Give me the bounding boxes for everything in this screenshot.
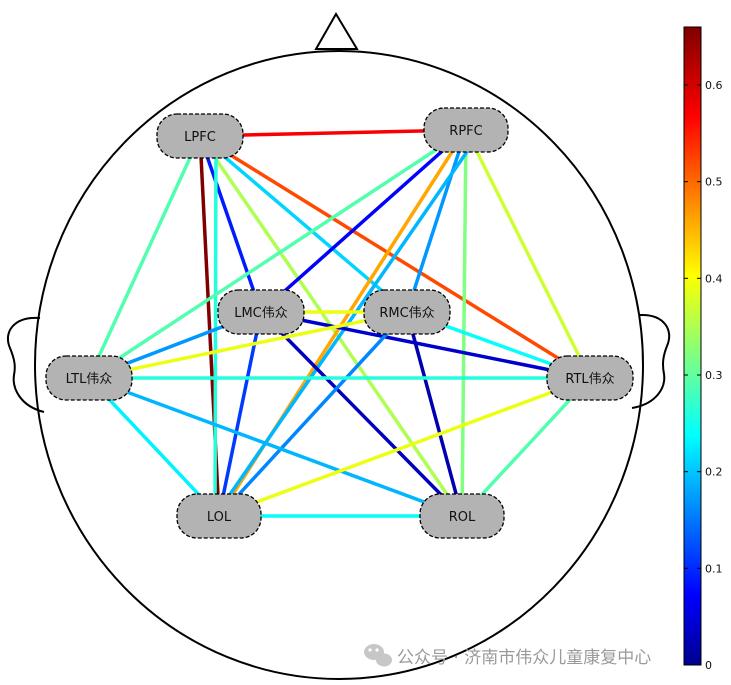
connections [87, 128, 592, 518]
node-rpfc: RPFC [423, 107, 509, 153]
edge-ltl-lol [87, 376, 221, 518]
colorbar-ticks: 0 0.1 0.2 0.3 0.4 0.5 0.6 [684, 79, 723, 672]
nose-icon [314, 12, 359, 50]
watermark-text: 公众号 · 济南市伟众儿童康复中心 [397, 648, 651, 668]
node-box [363, 289, 451, 335]
node-label: RPFC [449, 124, 482, 139]
edge-lpfc-rpfc [199, 128, 467, 138]
edge-rtl-rol [460, 376, 592, 518]
edge-rpfc-rmc [405, 129, 468, 313]
node-label: LPFC [184, 130, 216, 145]
node-rmc: RMC伟众 [363, 289, 451, 335]
node-box [423, 107, 509, 153]
node-label: RTL伟众 [565, 372, 614, 387]
node-label: RMC伟众 [379, 306, 434, 321]
edge-rmc-lol [217, 310, 409, 518]
node-box [45, 355, 133, 401]
colorbar: 0 0.1 0.2 0.3 0.4 0.5 0.6 [683, 26, 723, 672]
node-label: LMC伟众 [234, 306, 288, 321]
node-ltl: LTL伟众 [45, 355, 133, 401]
edge-lpfc-rmc [198, 134, 409, 314]
node-lol: LOL [176, 493, 262, 539]
edge-ltl-rol [88, 376, 463, 518]
tick-label: 0.6 [705, 79, 723, 92]
edge-lpfc-ltl [87, 135, 202, 379]
head-circle [34, 50, 644, 680]
tick-label: 0.2 [705, 466, 723, 479]
wechat-icon [364, 644, 392, 667]
tick-label: 0.1 [705, 562, 723, 575]
node-rol: ROL [419, 493, 505, 539]
regions: LPFC RPFC LMC伟众 RMC伟众 LTL伟众 RTL伟众 LOL ROL [45, 107, 634, 539]
edge-rtl-lol [218, 376, 591, 518]
edge-rpfc-lmc [259, 128, 468, 314]
node-box [176, 493, 262, 539]
edge-lpfc-lmc [198, 135, 263, 313]
node-label: ROL [449, 510, 476, 525]
tick-label: 0.4 [705, 272, 723, 285]
edge-rpfc-rtl [464, 129, 592, 379]
edge-lmc-lol [217, 311, 263, 517]
node-lpfc: LPFC [156, 113, 244, 159]
node-box [419, 493, 505, 539]
watermark: 公众号 · 济南市伟众儿童康复中心 [364, 644, 651, 668]
edge-rpfc-rol [460, 129, 468, 517]
node-box [156, 113, 244, 159]
edge-rpfc-ltl [88, 128, 467, 380]
node-label: LOL [207, 510, 232, 525]
right-ear-icon [631, 313, 671, 409]
node-box [217, 289, 305, 335]
node-box [546, 355, 634, 401]
edge-rmc-rol [405, 311, 464, 517]
tick-label: 0 [705, 659, 712, 672]
head-outline [7, 12, 671, 680]
left-ear-icon [7, 316, 45, 413]
colorbar-gradient [683, 26, 702, 666]
edge-lpfc-lol [213, 135, 218, 517]
edge-lmc-rol [259, 310, 464, 518]
tick-label: 0.3 [705, 369, 723, 382]
edge-lmc-rtl [260, 310, 591, 380]
node-label: LTL伟众 [66, 372, 113, 387]
node-rtl: RTL伟众 [546, 355, 634, 401]
edge-rmc-ltl [88, 310, 408, 380]
node-lmc: LMC伟众 [217, 289, 305, 335]
tick-label: 0.5 [705, 176, 723, 189]
